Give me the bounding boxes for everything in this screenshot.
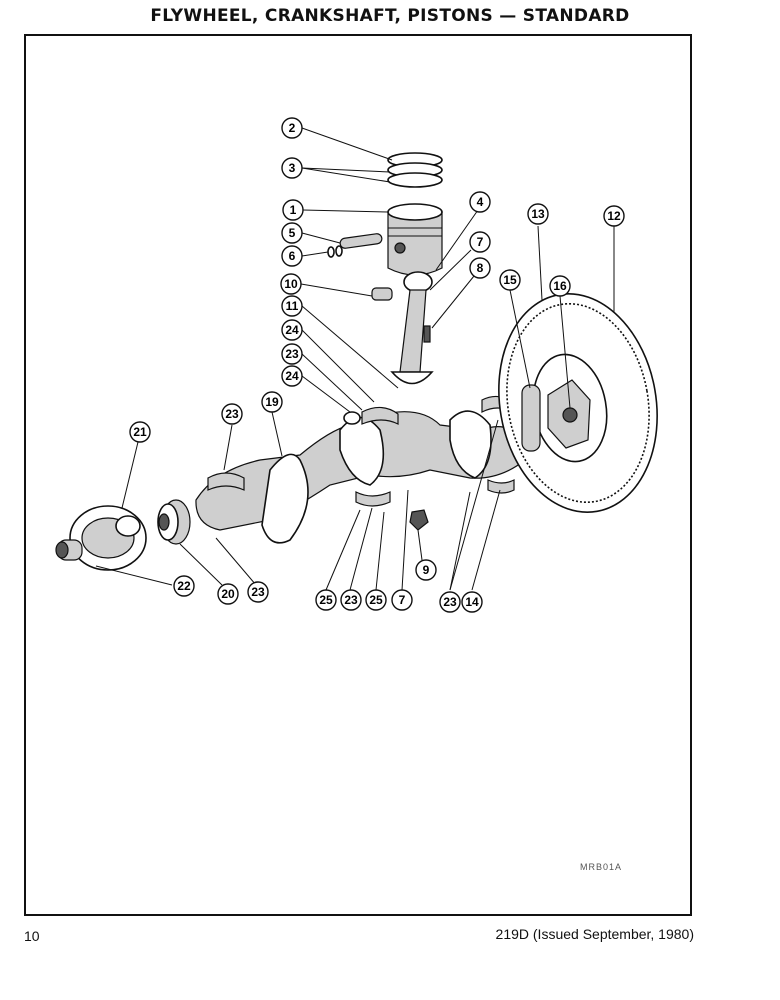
main-bearings (207, 395, 515, 507)
svg-text:23: 23 (285, 347, 299, 361)
callout-9: 9 (415, 559, 437, 581)
svg-text:6: 6 (289, 249, 296, 263)
callout-23: 23 (281, 343, 303, 365)
svg-text:9: 9 (423, 563, 430, 577)
crankshaft-pulley (55, 505, 147, 571)
diagram-frame (24, 34, 692, 916)
figure-code: MRB01A (580, 862, 623, 872)
callout-14: 14 (461, 591, 483, 613)
svg-text:5: 5 (289, 226, 296, 240)
piston-rings (387, 152, 443, 188)
svg-text:1: 1 (290, 203, 297, 217)
callout-25: 25 (315, 589, 337, 611)
svg-text:21: 21 (133, 425, 147, 439)
svg-text:23: 23 (443, 595, 457, 609)
callout-7: 7 (391, 589, 413, 611)
svg-text:15: 15 (503, 273, 517, 287)
thrust-washer (343, 411, 361, 425)
callout-5: 5 (281, 222, 303, 244)
svg-text:7: 7 (477, 235, 484, 249)
callout-25: 25 (365, 589, 387, 611)
page-title: FLYWHEEL, CRANKSHAFT, PISTONS — STANDARD (150, 6, 630, 26)
callout-16: 16 (549, 275, 571, 297)
svg-text:23: 23 (344, 593, 358, 607)
callout-20: 20 (217, 583, 239, 605)
crankshaft-gear (157, 499, 191, 545)
svg-text:20: 20 (221, 587, 235, 601)
svg-text:13: 13 (531, 207, 545, 221)
svg-text:24: 24 (285, 323, 299, 337)
svg-text:22: 22 (177, 579, 191, 593)
svg-text:7: 7 (399, 593, 406, 607)
callout-4: 4 (469, 191, 491, 213)
callout-19: 19 (261, 391, 283, 413)
callout-1: 1 (282, 199, 304, 221)
callout-8: 8 (469, 257, 491, 279)
svg-text:25: 25 (369, 593, 383, 607)
callout-23: 23 (340, 589, 362, 611)
callout-10: 10 (280, 273, 302, 295)
callout-2: 2 (281, 117, 303, 139)
svg-text:2: 2 (289, 121, 296, 135)
piston (387, 203, 443, 276)
callout-13: 13 (527, 203, 549, 225)
connecting-rod (390, 271, 434, 385)
svg-text:4: 4 (477, 195, 484, 209)
svg-text:10: 10 (284, 277, 298, 291)
svg-text:19: 19 (265, 395, 279, 409)
svg-text:25: 25 (319, 593, 333, 607)
svg-text:3: 3 (289, 161, 296, 175)
page-number: 10 (24, 928, 40, 944)
callout-11: 11 (281, 295, 303, 317)
callout-12: 12 (603, 205, 625, 227)
piston-pin (327, 233, 383, 258)
svg-text:14: 14 (465, 595, 479, 609)
svg-text:12: 12 (607, 209, 621, 223)
leader-lines (95, 127, 615, 591)
bearing-nut (409, 509, 429, 531)
callout-3: 3 (281, 157, 303, 179)
callout-7: 7 (469, 231, 491, 253)
callout-23: 23 (247, 581, 269, 603)
callout-23: 23 (439, 591, 461, 613)
svg-text:8: 8 (477, 261, 484, 275)
callout-24: 24 (281, 365, 303, 387)
crankshaft (195, 410, 526, 544)
callout-15: 15 (499, 269, 521, 291)
callout-23: 23 (221, 403, 243, 425)
callout-24: 24 (281, 319, 303, 341)
svg-text:24: 24 (285, 369, 299, 383)
svg-text:23: 23 (251, 585, 265, 599)
svg-text:23: 23 (225, 407, 239, 421)
callout-6: 6 (281, 245, 303, 267)
svg-text:11: 11 (286, 299, 299, 313)
callout-21: 21 (129, 421, 151, 443)
pin-bushing (371, 287, 393, 301)
document-reference: 219D (Issued September, 1980) (495, 926, 694, 942)
svg-text:16: 16 (553, 279, 567, 293)
callout-22: 22 (173, 575, 195, 597)
